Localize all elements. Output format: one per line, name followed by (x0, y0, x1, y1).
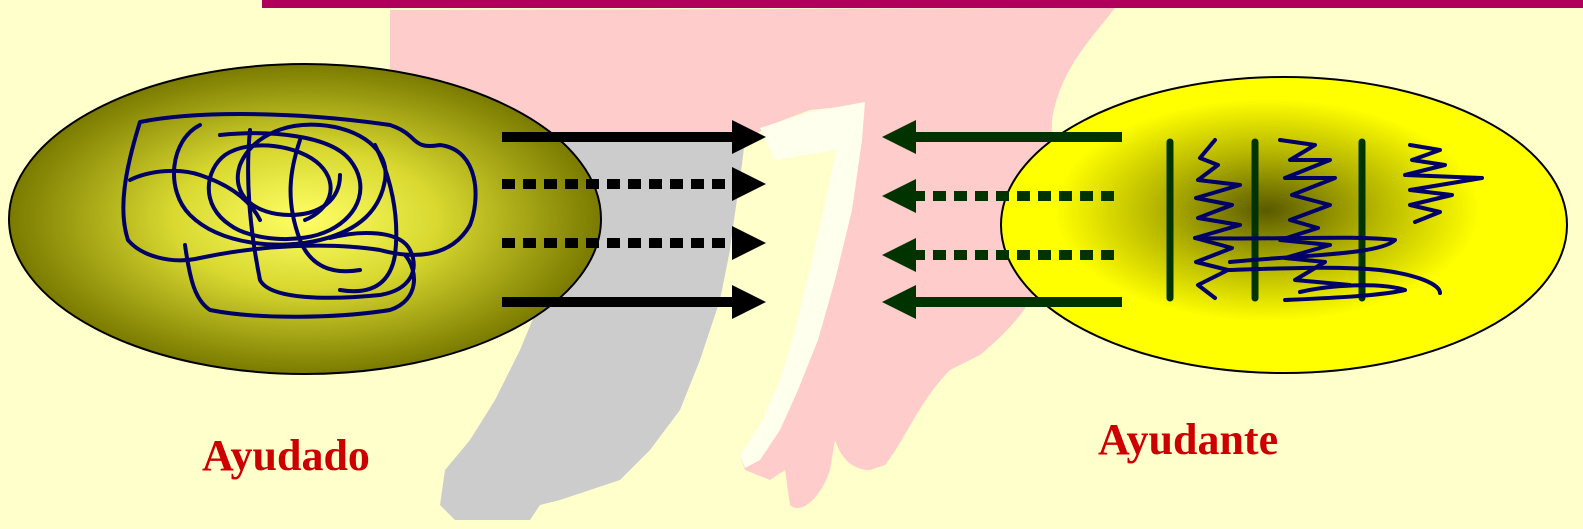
helped-label: Ayudado (202, 431, 370, 480)
arrow-dotted-3 (882, 179, 1122, 213)
arrow-solid-1 (502, 120, 766, 154)
helper-label: Ayudante (1098, 415, 1279, 464)
hand-silhouette-gray (440, 138, 745, 520)
ordered-scribble-icon (1166, 138, 1484, 302)
arrow-dotted-1 (502, 167, 766, 201)
arrow-dotted-2 (502, 226, 766, 260)
tangled-scribble-icon (121, 112, 478, 319)
arrow-solid-2 (502, 285, 766, 319)
arrow-dotted-4 (882, 238, 1122, 272)
left-arrow-group (502, 120, 766, 319)
helper-ellipse (1000, 76, 1568, 374)
right-arrow-group (882, 120, 1122, 319)
arrow-solid-3 (882, 120, 1122, 154)
top-bar (262, 0, 1583, 8)
hand-gap (740, 102, 865, 468)
arrow-solid-4 (882, 285, 1122, 319)
